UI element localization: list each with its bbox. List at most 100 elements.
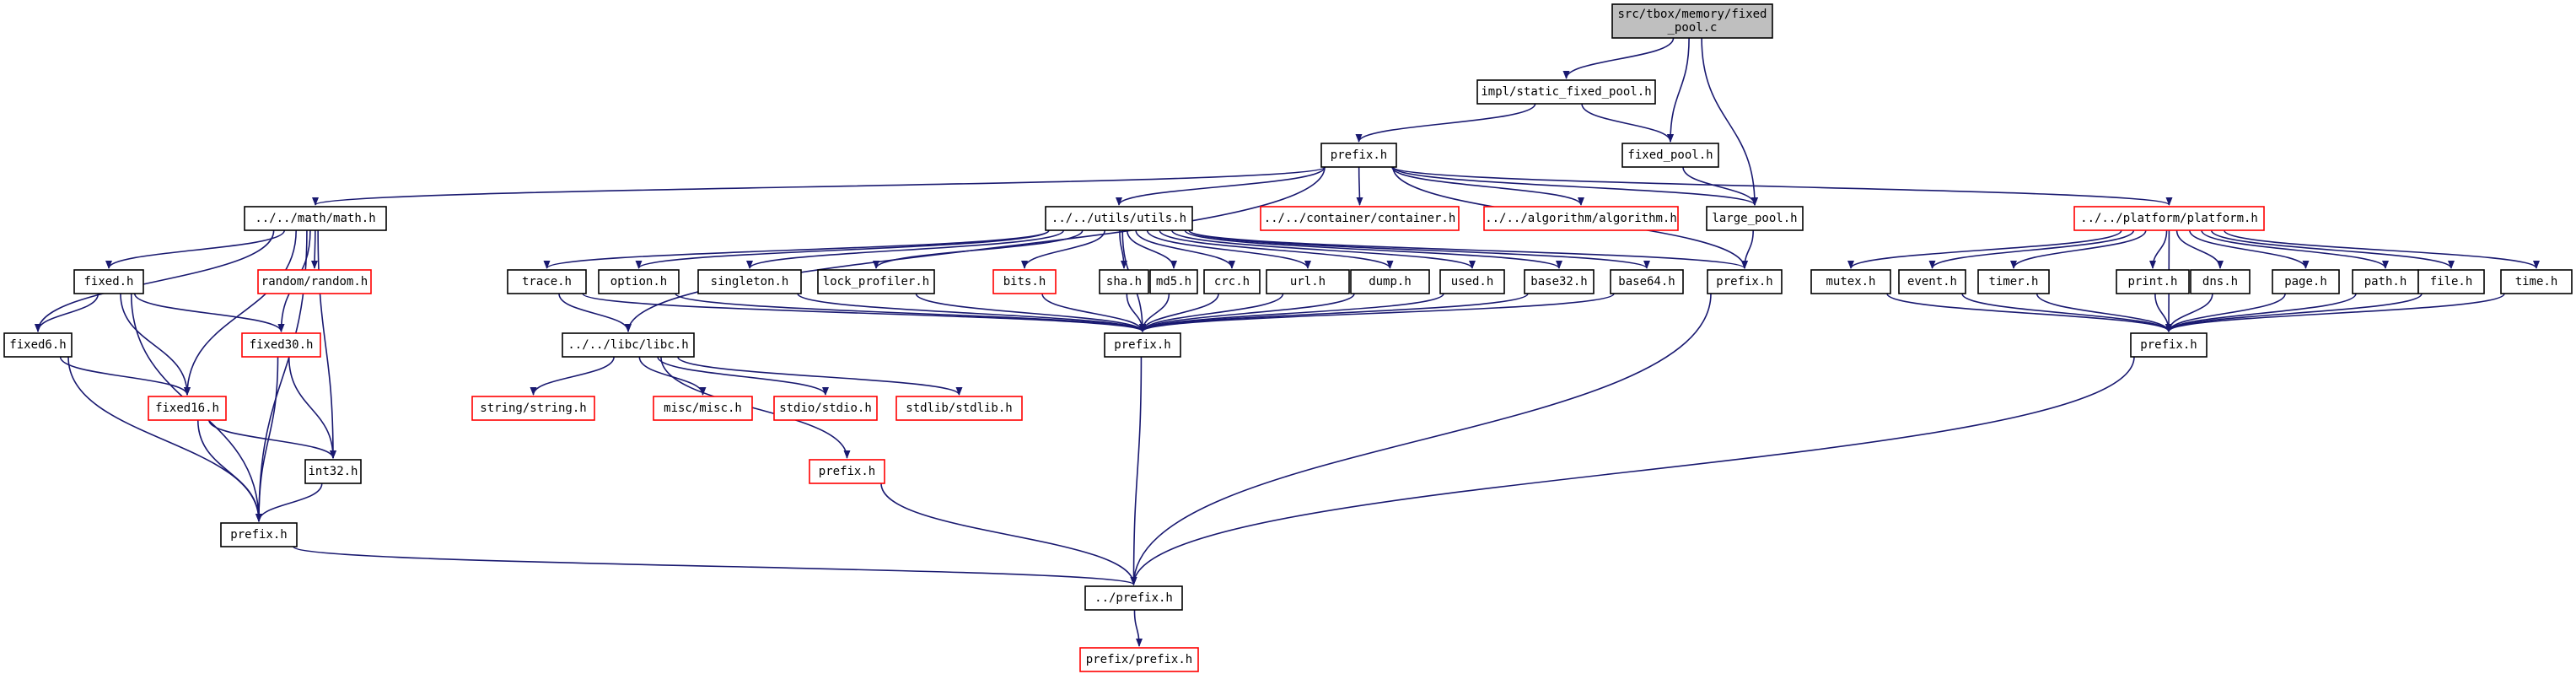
node-option[interactable]: option.h xyxy=(598,269,680,294)
node-sha[interactable]: sha.h xyxy=(1099,269,1149,294)
edge-utils-to-used xyxy=(1171,229,1476,269)
node-root[interactable]: src/tbox/memory/fixed_pool.c xyxy=(1611,3,1773,39)
edge-trace-to-libc xyxy=(558,293,632,332)
node-base32[interactable]: base32.h xyxy=(1524,269,1595,294)
edge-libc-to-prefix_libc xyxy=(660,356,851,459)
node-label: lock_profiler.h xyxy=(823,275,929,288)
node-mutex[interactable]: mutex.h xyxy=(1810,269,1891,294)
node-box xyxy=(2500,269,2573,294)
node-box xyxy=(507,269,587,294)
node-label: stdlib/stdlib.h xyxy=(906,402,1012,415)
node-box xyxy=(1350,269,1430,294)
node-platform: ../../platform/platform.h xyxy=(2073,206,2265,231)
node-label: sha.h xyxy=(1106,275,1142,288)
node-prefix_top[interactable]: prefix.h xyxy=(1320,143,1397,168)
node-box xyxy=(1977,269,2050,294)
edge-option-to-prefix_utils xyxy=(675,293,1146,332)
node-box xyxy=(1476,79,1656,105)
node-label: int32.h xyxy=(308,465,358,478)
node-static_fixed_pool[interactable]: impl/static_fixed_pool.h xyxy=(1476,79,1656,105)
node-box xyxy=(2352,269,2419,294)
node-timer[interactable]: timer.h xyxy=(1977,269,2050,294)
node-box xyxy=(1706,206,1804,231)
edge-root-to-fixed_pool xyxy=(1667,37,1690,143)
node-prefix_root[interactable]: ../prefix.h xyxy=(1084,585,1183,611)
node-trace[interactable]: trace.h xyxy=(507,269,587,294)
edge-prefix_top-to-platform xyxy=(1392,166,2173,206)
node-box xyxy=(1104,332,1181,358)
edge-platform-to-dns xyxy=(2175,229,2224,269)
edge-math-to-fixed xyxy=(105,229,286,269)
edge-timer-to-prefix_platform xyxy=(2036,293,2172,332)
node-prefix_utils[interactable]: prefix.h xyxy=(1104,332,1181,358)
node-box xyxy=(653,396,753,421)
node-fixed6[interactable]: fixed6.h xyxy=(3,332,73,358)
node-prefix_math[interactable]: prefix.h xyxy=(220,522,298,547)
node-box xyxy=(304,459,362,484)
node-singleton[interactable]: singleton.h xyxy=(697,269,802,294)
node-box xyxy=(3,332,73,358)
node-dump[interactable]: dump.h xyxy=(1350,269,1430,294)
node-page[interactable]: page.h xyxy=(2272,269,2340,294)
node-box xyxy=(257,269,372,294)
node-time[interactable]: time.h xyxy=(2500,269,2573,294)
edge-platform-to-page xyxy=(2189,229,2310,269)
node-utils[interactable]: ../../utils/utils.h xyxy=(1045,206,1193,231)
node-label: timer.h xyxy=(1988,275,2038,288)
edge-fixed-to-fixed6 xyxy=(35,293,99,332)
node-algorithm: ../../algorithm/algorithm.h xyxy=(1483,206,1679,231)
node-box xyxy=(817,269,935,294)
edge-prefix_libc-to-prefix_root xyxy=(880,483,1137,585)
node-label: prefix.h xyxy=(819,465,875,478)
node-math[interactable]: ../../math/math.h xyxy=(244,206,387,231)
edge-fixed16-to-int32 xyxy=(208,419,336,459)
node-label: ../../container/container.h xyxy=(1264,212,1456,225)
node-label: large_pool.h xyxy=(1712,212,1797,225)
node-prefix_prefix: prefix/prefix.h xyxy=(1079,647,1199,672)
node-large_pool[interactable]: large_pool.h xyxy=(1706,206,1804,231)
node-libc[interactable]: ../../libc/libc.h xyxy=(562,332,695,358)
node-md5[interactable]: md5.h xyxy=(1149,269,1198,294)
node-label: page.h xyxy=(2284,275,2327,288)
node-box xyxy=(697,269,802,294)
node-path[interactable]: path.h xyxy=(2352,269,2419,294)
node-label: fixed6.h xyxy=(9,338,66,352)
node-box xyxy=(1320,143,1397,168)
edge-fixed6-to-fixed16 xyxy=(59,356,191,396)
edge-base64-to-prefix_utils xyxy=(1139,293,1615,332)
node-label: trace.h xyxy=(522,275,572,288)
node-label: fixed_pool.h xyxy=(1627,148,1713,162)
node-label: option.h xyxy=(610,275,667,288)
node-label: md5.h xyxy=(1156,275,1191,288)
node-dns[interactable]: dns.h xyxy=(2190,269,2251,294)
node-box xyxy=(1621,143,1719,168)
node-label: src/tbox/memory/fixed xyxy=(1617,8,1767,21)
node-crc[interactable]: crc.h xyxy=(1203,269,1261,294)
node-int32[interactable]: int32.h xyxy=(304,459,362,484)
edge-fixed30-to-int32 xyxy=(288,356,336,459)
edge-event-to-prefix_platform xyxy=(1961,293,2172,332)
edge-root-to-static_fixed_pool xyxy=(1562,37,1675,79)
node-base64[interactable]: base64.h xyxy=(1610,269,1684,294)
node-print[interactable]: print.h xyxy=(2116,269,2190,294)
edge-int32-to-prefix_math xyxy=(255,483,323,522)
node-lock_profiler[interactable]: lock_profiler.h xyxy=(817,269,935,294)
node-box xyxy=(992,269,1057,294)
node-file[interactable]: file.h xyxy=(2417,269,2485,294)
node-used[interactable]: used.h xyxy=(1439,269,1505,294)
node-prefix_mem[interactable]: prefix.h xyxy=(1707,269,1783,294)
edge-prefix_top-to-math xyxy=(312,166,1326,206)
node-fixed[interactable]: fixed.h xyxy=(73,269,144,294)
edge-libc-to-string xyxy=(530,356,615,396)
node-label: ../../algorithm/algorithm.h xyxy=(1485,212,1677,225)
node-prefix_platform[interactable]: prefix.h xyxy=(2130,332,2208,358)
node-box xyxy=(2130,332,2208,358)
edge-prefix_utils-to-prefix_root xyxy=(1130,356,1143,585)
edge-utils-to-crc xyxy=(1135,229,1235,269)
node-fixed_pool[interactable]: fixed_pool.h xyxy=(1621,143,1719,168)
node-label: prefix.h xyxy=(230,528,287,542)
node-url[interactable]: url.h xyxy=(1266,269,1350,294)
node-event[interactable]: event.h xyxy=(1898,269,1966,294)
node-box xyxy=(244,206,387,231)
node-box xyxy=(1045,206,1193,231)
